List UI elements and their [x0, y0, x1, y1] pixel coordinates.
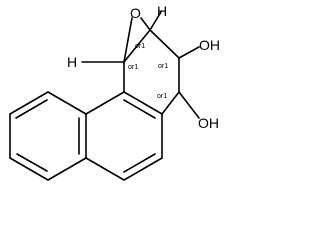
bond-ring-b-4	[123, 157, 163, 181]
lower-hydroxyl-label: OH	[198, 115, 219, 131]
stereo-label-c3: or1	[158, 63, 168, 70]
epoxide-oxygen-label: O	[130, 5, 141, 21]
bond-ring-b-2	[123, 91, 163, 115]
bond-ring-a-6	[47, 91, 87, 115]
saturated-ring	[123, 29, 180, 115]
epoxide-bridge	[123, 17, 151, 63]
bond-c1-c2	[123, 29, 151, 63]
upper-hydrogen-label: H	[157, 3, 167, 19]
bond-c3-oh	[178, 46, 200, 59]
bond-ring-a-double-1	[15, 99, 48, 119]
bond-c2-h	[149, 11, 162, 31]
bond-ring-a-1	[9, 91, 49, 115]
bond-c2-c3	[149, 29, 180, 59]
left-hydrogen-label: H	[67, 54, 77, 70]
upper-hydroxyl-label: OH	[199, 37, 220, 53]
bond-c1-o	[123, 17, 133, 63]
bond-c4-oh	[178, 91, 200, 119]
bond-c2-o	[140, 17, 151, 31]
bond-ring-a-3	[9, 157, 49, 181]
bond-ring-a-4	[47, 157, 87, 181]
stereo-label-c2: or1	[135, 43, 145, 50]
aromatic-ring-terminal	[9, 91, 87, 181]
bond-c4-c4b	[161, 91, 180, 115]
stereo-label-c1: or1	[128, 64, 138, 71]
aromatic-ring-middle	[85, 91, 163, 181]
bond-ring-a-double-2	[16, 153, 48, 172]
stereo-label-c4: or1	[157, 93, 167, 100]
bond-ring-b-1	[85, 91, 125, 115]
bond-ring-b-double-2	[123, 153, 156, 173]
bond-ring-b-5	[85, 157, 125, 181]
chemical-structure-diagram: O OH OH H H or1 or1 or1 or1	[9, 3, 220, 181]
bond-ring-b-double-1	[123, 99, 156, 119]
